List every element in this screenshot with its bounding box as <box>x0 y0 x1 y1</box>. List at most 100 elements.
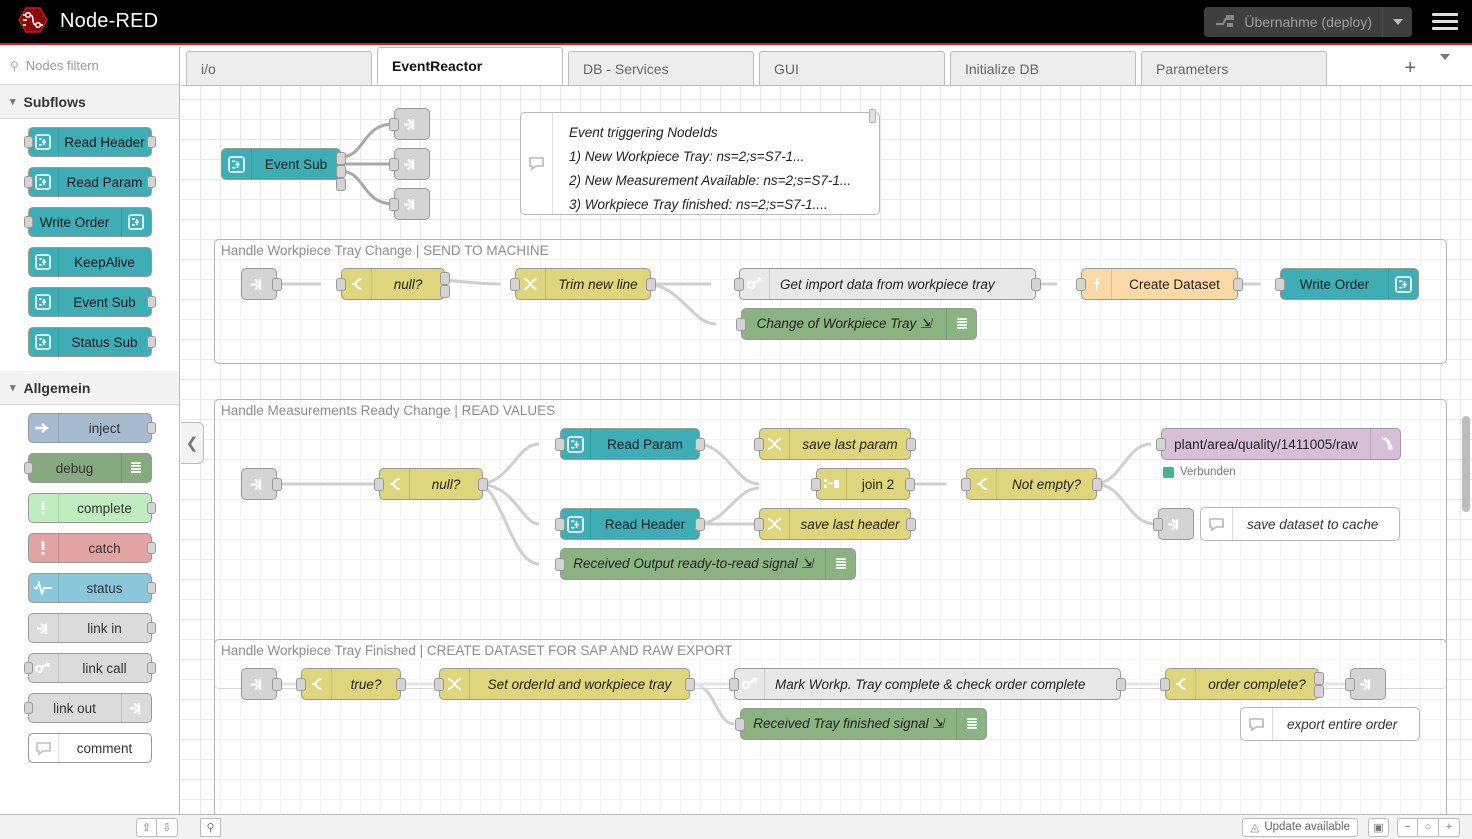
node-not-empty[interactable]: Not empty? <box>961 468 1102 500</box>
node-input-port[interactable] <box>1345 678 1355 691</box>
node-input-port[interactable] <box>23 462 33 474</box>
node-mqtt-out-plant-raw[interactable]: plant/area/quality/1411005/raw <box>1156 428 1401 460</box>
node-save-last-param[interactable]: save last param <box>754 428 916 460</box>
node-output-port[interactable] <box>1314 685 1324 698</box>
node-link-in-g2[interactable] <box>241 468 282 500</box>
node-get-import-data[interactable]: Get import data from workpiece tray <box>734 268 1041 300</box>
node-output-port[interactable] <box>1092 478 1102 491</box>
node-output-port[interactable] <box>272 478 282 491</box>
node-comment-save-dataset-to-cache[interactable]: save dataset to cache <box>1200 507 1400 541</box>
node-input-port[interactable] <box>1160 678 1170 691</box>
node-comment-export-entire-order[interactable]: export entire order <box>1240 707 1420 741</box>
node-input-port[interactable] <box>754 518 764 531</box>
node-output-port[interactable] <box>146 422 156 434</box>
node-output-port[interactable] <box>906 438 916 451</box>
node-output-port[interactable] <box>695 438 705 451</box>
zoom-reset-button[interactable]: ○ <box>1418 817 1439 837</box>
node-output-port[interactable] <box>272 278 282 291</box>
zoom-in-button[interactable]: + <box>1439 817 1460 837</box>
palette-node-status-sub[interactable]: Status Sub <box>27 327 156 357</box>
node-read-param[interactable]: Read Param <box>555 428 705 460</box>
node-input-port[interactable] <box>1156 438 1166 451</box>
hamburger-menu-icon[interactable] <box>1432 9 1458 34</box>
node-debug-received-tray-finished[interactable]: Received Tray finished signal ⇲ <box>735 708 987 740</box>
node-input-port[interactable] <box>23 136 33 148</box>
palette-node-status[interactable]: status <box>27 573 156 603</box>
node-input-port[interactable] <box>389 198 399 211</box>
node-input-port[interactable] <box>811 478 821 491</box>
palette-node-link-call[interactable]: link call <box>23 653 156 683</box>
node-input-port[interactable] <box>555 558 565 571</box>
node-link-out-g2[interactable] <box>1153 508 1194 540</box>
palette-node-catch[interactable]: catch <box>27 533 156 563</box>
node-input-port[interactable] <box>374 478 384 491</box>
node-create-dataset[interactable]: Create Dataset <box>1076 268 1243 300</box>
node-link-out-1[interactable] <box>389 108 430 140</box>
navigator-toggle-button[interactable]: ▣ <box>1368 817 1389 837</box>
palette-node-read-param[interactable]: Read Param <box>23 167 156 197</box>
node-debug-change-of-workpiece-tray[interactable]: Change of Workpiece Tray ⇲ <box>736 308 977 340</box>
node-input-port[interactable] <box>23 216 33 228</box>
node-output-port[interactable] <box>1031 278 1041 291</box>
node-order-complete-check[interactable]: order complete? <box>1160 668 1324 700</box>
palette-search-input[interactable]: ⚲ Nodes filtern <box>0 47 179 85</box>
node-input-port[interactable] <box>336 278 346 291</box>
node-input-port[interactable] <box>23 702 33 714</box>
node-join-2[interactable]: join 2 <box>811 468 915 500</box>
node-set-orderid-and-workpiece-tray[interactable]: Set orderId and workpiece tray <box>434 668 695 700</box>
node-output-port[interactable] <box>272 678 282 691</box>
node-output-port[interactable] <box>146 296 156 308</box>
plus-icon[interactable]: + <box>1404 56 1416 79</box>
node-output-port[interactable] <box>1314 672 1324 685</box>
node-output-port[interactable] <box>685 678 695 691</box>
canvas-vertical-scrollbar[interactable] <box>1462 416 1470 512</box>
node-output-port[interactable] <box>646 278 656 291</box>
palette-node-keepalive[interactable]: KeepAlive <box>27 247 152 277</box>
node-output-port[interactable] <box>396 678 406 691</box>
group-workpiece-tray-change[interactable]: Handle Workpiece Tray Change | SEND TO M… <box>214 239 1447 364</box>
node-output-port[interactable] <box>146 136 156 148</box>
palette-category-allgemein[interactable]: ▾ Allgemein <box>0 371 179 405</box>
palette-category-subflows[interactable]: ▾ Subflows <box>0 85 179 119</box>
node-debug-received-output-ready[interactable]: Received Output ready-to-read signal ⇲ <box>555 548 856 580</box>
update-available-badge[interactable]: ◬ Update available <box>1242 817 1358 837</box>
node-info-comment[interactable]: Event triggering NodeIds 1) New Workpiec… <box>520 109 880 215</box>
palette-node-read-header[interactable]: Read Header <box>23 127 156 157</box>
palette-node-event-sub[interactable]: Event Sub <box>27 287 156 317</box>
tab-eventreactor[interactable]: EventReactor <box>377 47 563 85</box>
node-input-port[interactable] <box>23 662 33 674</box>
node-event-sub[interactable]: Event Sub <box>221 148 346 191</box>
tab-initialize-db[interactable]: Initialize DB <box>950 51 1136 85</box>
node-output-port[interactable] <box>440 272 450 285</box>
node-input-port[interactable] <box>389 118 399 131</box>
node-mark-workp-tray-complete[interactable]: Mark Workp. Tray complete & check order … <box>729 668 1126 700</box>
node-output-port[interactable] <box>336 178 346 191</box>
deploy-button[interactable]: Übernahme (deploy) <box>1204 6 1412 37</box>
node-input-port[interactable] <box>510 278 520 291</box>
node-input-port[interactable] <box>1275 278 1285 291</box>
node-link-out-2[interactable] <box>389 148 430 180</box>
node-output-port[interactable] <box>146 622 156 634</box>
node-input-port[interactable] <box>729 678 739 691</box>
node-output-port[interactable] <box>146 502 156 514</box>
node-output-port[interactable] <box>146 582 156 594</box>
node-read-header[interactable]: Read Header <box>555 508 705 540</box>
node-output-port[interactable] <box>146 662 156 674</box>
node-input-port[interactable] <box>735 718 745 731</box>
palette-collapse-button[interactable]: ❮ <box>181 422 204 464</box>
node-output-port[interactable] <box>905 478 915 491</box>
node-input-port[interactable] <box>389 158 399 171</box>
node-output-port[interactable] <box>146 176 156 188</box>
node-input-port[interactable] <box>555 518 565 531</box>
node-input-port[interactable] <box>1153 518 1163 531</box>
tab-db-services[interactable]: DB - Services <box>568 51 754 85</box>
node-input-port[interactable] <box>961 478 971 491</box>
node-input-port[interactable] <box>434 678 444 691</box>
node-input-port[interactable] <box>736 318 746 331</box>
node-input-port[interactable] <box>1076 278 1086 291</box>
node-trim-new-line[interactable]: Trim new line <box>510 268 656 300</box>
canvas-search-button[interactable]: ⚲ <box>200 817 221 837</box>
palette-node-comment[interactable]: comment <box>27 733 152 763</box>
node-link-in-g1[interactable] <box>241 268 282 300</box>
node-output-port[interactable] <box>478 478 488 491</box>
